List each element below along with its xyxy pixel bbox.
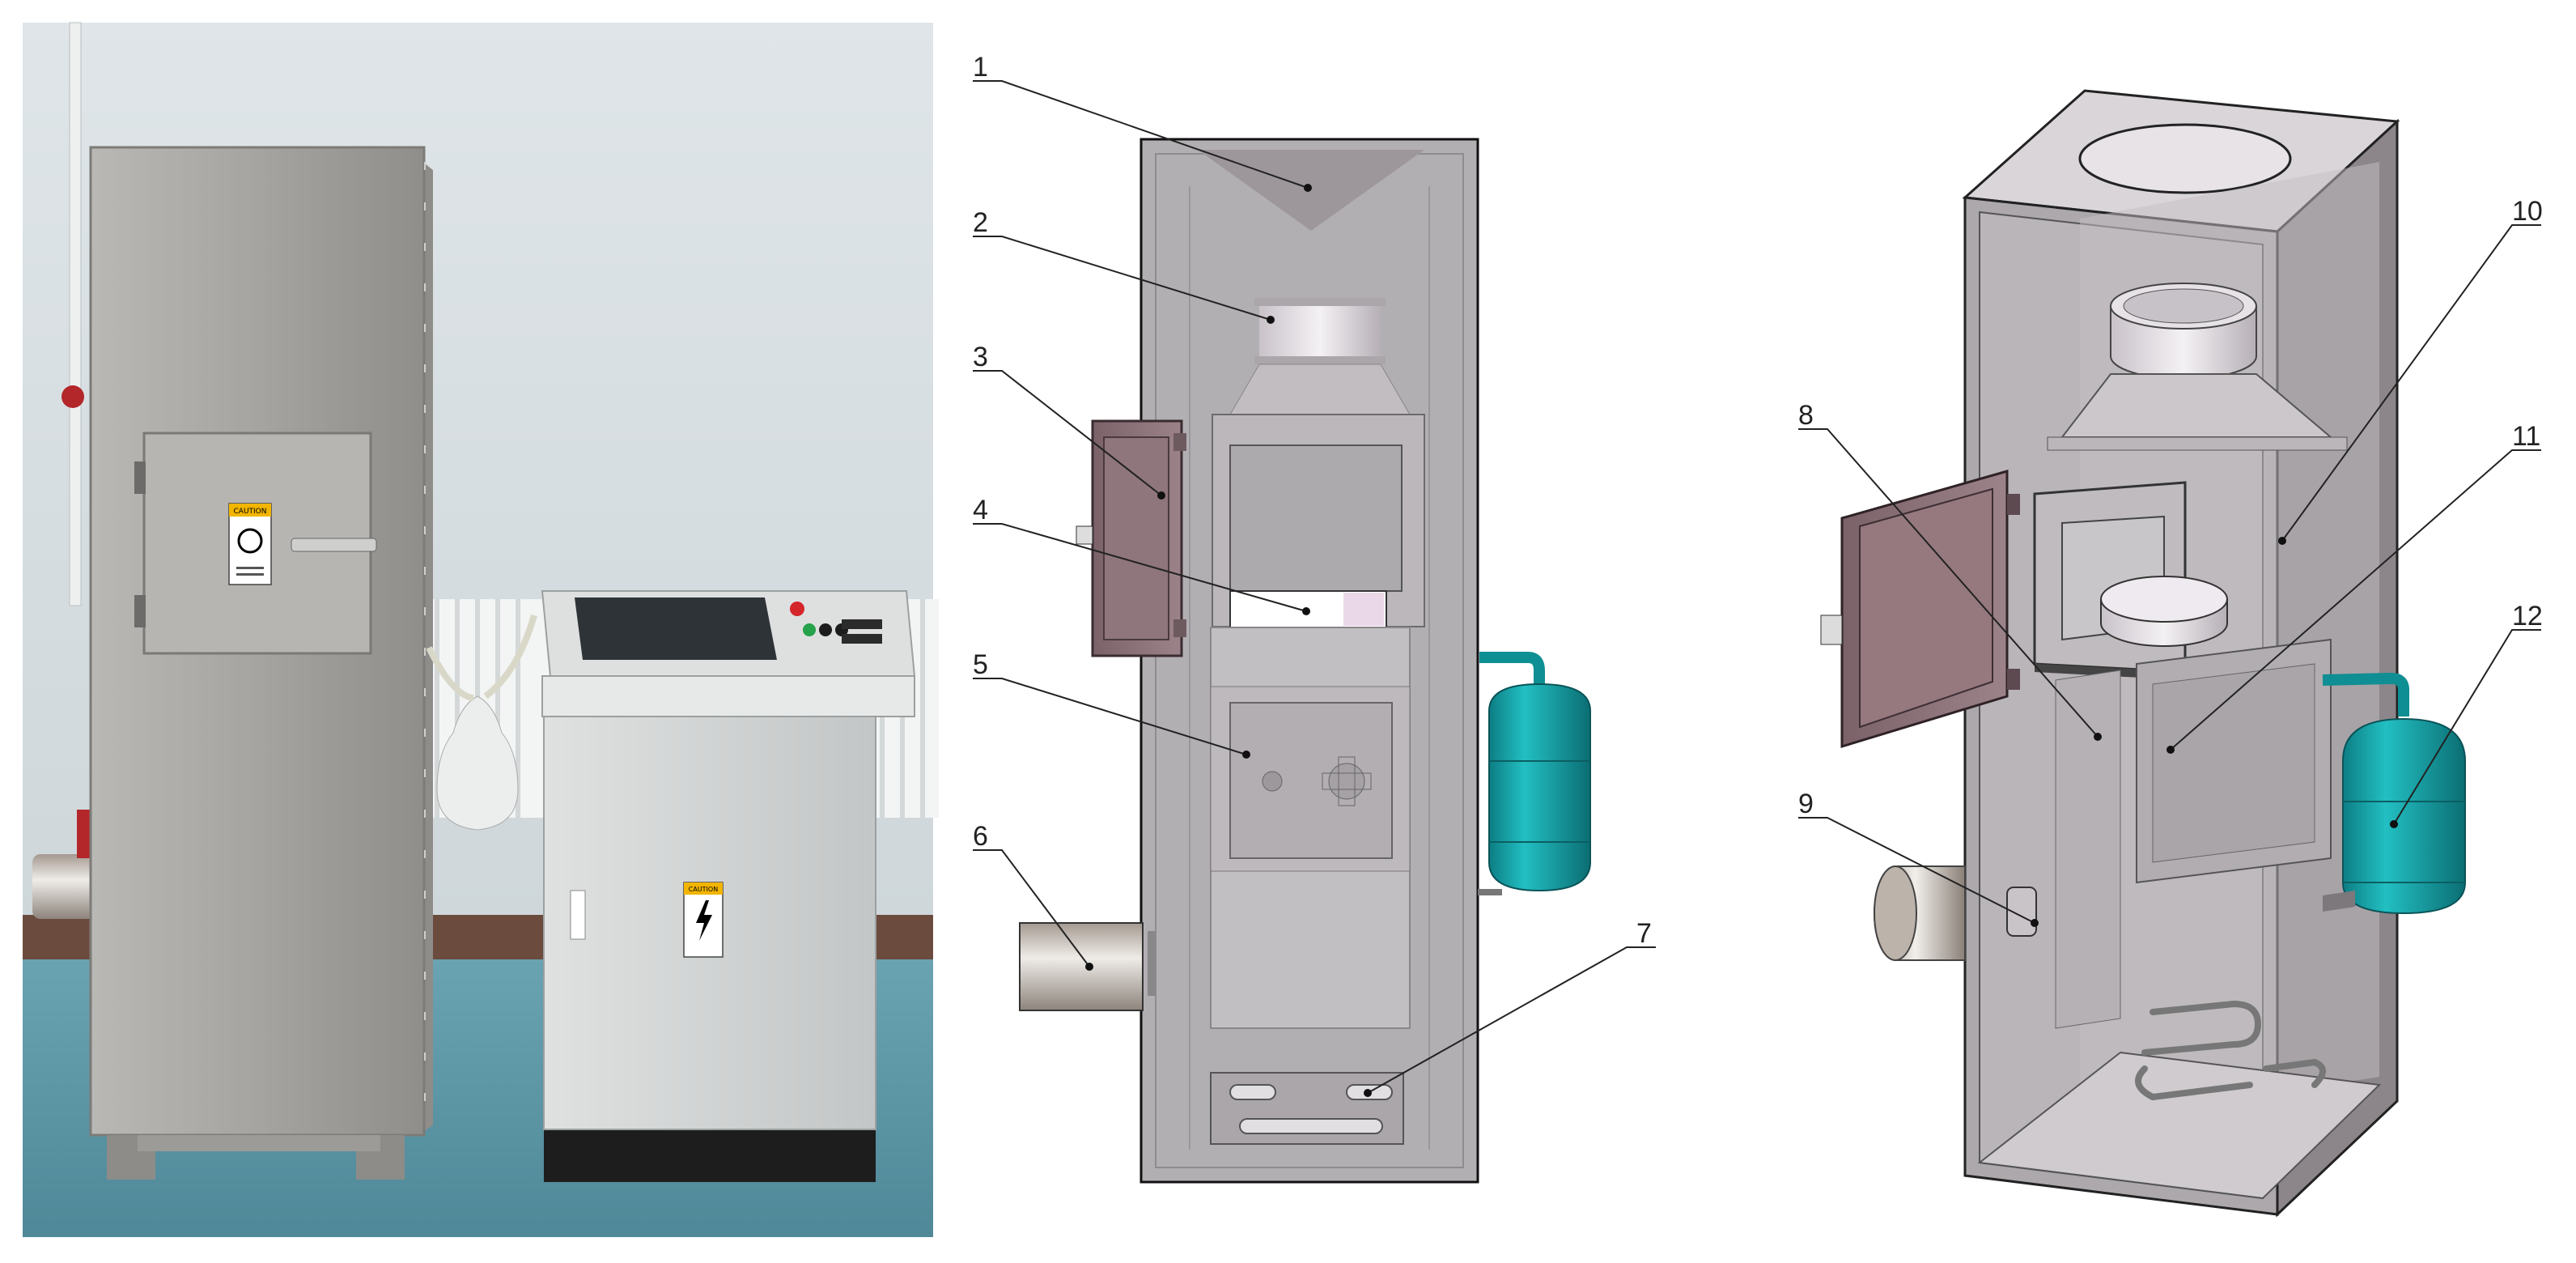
burner-assembly bbox=[1210, 1072, 1404, 1145]
photo-cabinet-caution-label: CAUTION bbox=[228, 503, 272, 585]
callout-number-7: 7 bbox=[1636, 918, 1652, 949]
iso-sensor-port bbox=[2006, 887, 2037, 937]
callout-leader-3 bbox=[973, 370, 1162, 496]
flange-ring bbox=[1254, 298, 1386, 364]
callout-number-8: 8 bbox=[1798, 400, 1814, 431]
callout-layer bbox=[973, 80, 2541, 1097]
callout-number-4: 4 bbox=[973, 495, 988, 525]
callout-numbers: 1 2 3 4 5 6 7 8 9 10 11 12 bbox=[973, 52, 2543, 949]
callout-leader-10 bbox=[2281, 224, 2541, 542]
photo-control-caution-label: CAUTION bbox=[683, 882, 724, 958]
valve-handle bbox=[62, 385, 84, 408]
iso-flange-ring bbox=[2110, 283, 2257, 380]
callout-leader-9 bbox=[1798, 817, 2035, 924]
front-section-drawing bbox=[1019, 138, 1591, 1184]
iso-door bbox=[1820, 470, 2020, 749]
photo-control-cabinet: CAUTION bbox=[541, 590, 916, 1182]
exhaust-duct bbox=[1019, 922, 1144, 1011]
callout-leader-7 bbox=[1367, 946, 1656, 1094]
front-door bbox=[1076, 419, 1186, 657]
callout-number-11: 11 bbox=[2512, 421, 2540, 452]
callout-leader-5 bbox=[973, 678, 1247, 755]
callout-number-9: 9 bbox=[1798, 789, 1814, 819]
callout-leader-2 bbox=[973, 236, 1271, 321]
reducer bbox=[1229, 364, 1411, 415]
door-handle bbox=[291, 538, 377, 552]
callout-leader-8 bbox=[1798, 428, 2099, 738]
callout-number-1: 1 bbox=[973, 52, 988, 83]
svg-text:CAUTION: CAUTION bbox=[234, 508, 267, 516]
callout-leader-6 bbox=[973, 849, 1090, 967]
water-tank bbox=[1478, 652, 1591, 895]
photo-humidifier bbox=[426, 614, 537, 831]
callout-leader-12 bbox=[2393, 629, 2541, 825]
photo-panel: CAUTION bbox=[23, 22, 939, 1237]
iso-burner-tubes bbox=[2135, 1000, 2326, 1101]
isometric-drawing bbox=[1820, 89, 2466, 1218]
callout-number-5: 5 bbox=[973, 649, 988, 680]
callout-leader-1 bbox=[973, 80, 1309, 189]
svg-text:CAUTION: CAUTION bbox=[689, 886, 718, 893]
touch-screen bbox=[575, 597, 777, 660]
heating-plate bbox=[1229, 702, 1393, 859]
callout-number-3: 3 bbox=[973, 342, 988, 372]
wall-pipe bbox=[69, 22, 82, 606]
callout-number-6: 6 bbox=[973, 821, 988, 852]
photo-test-cabinet: CAUTION bbox=[89, 146, 433, 1180]
callout-number-10: 10 bbox=[2512, 196, 2543, 227]
callout-leader-11 bbox=[2170, 449, 2541, 751]
iso-exhaust-duct bbox=[1874, 865, 1966, 961]
callout-number-12: 12 bbox=[2512, 601, 2543, 632]
callout-number-2: 2 bbox=[973, 207, 988, 238]
callout-leader-4 bbox=[973, 523, 1307, 612]
iso-water-tank bbox=[2322, 672, 2466, 915]
